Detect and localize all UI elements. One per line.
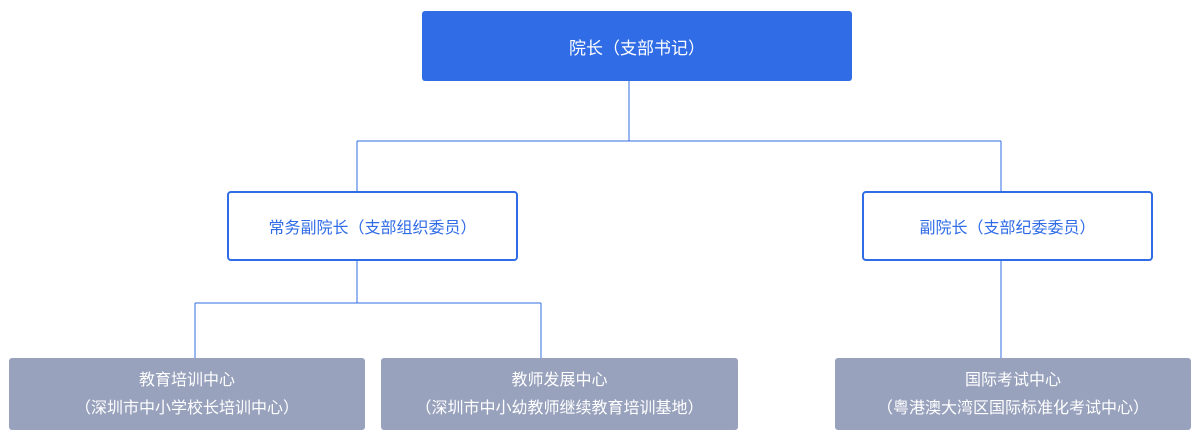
node-president: 院长（支部书记） xyxy=(422,11,852,81)
center-subtitle: （深圳市中小幼教师继续教育培训基地） xyxy=(415,398,704,417)
node-executive-vice-president-label: 常务副院长（支部组织委员） xyxy=(268,218,477,237)
node-president-label: 院长（支部书记） xyxy=(569,38,705,59)
node-executive-vice-president: 常务副院长（支部组织委员） xyxy=(227,191,518,261)
node-education-training-center: 教育培训中心 （深圳市中小学校长培训中心） xyxy=(9,358,365,430)
center-subtitle: （深圳市中小学校长培训中心） xyxy=(74,398,299,417)
center-name: 国际考试中心 xyxy=(964,370,1061,389)
center-name: 教育培训中心 xyxy=(138,370,235,389)
center-subtitle: （粤港澳大湾区国际标准化考试中心） xyxy=(876,398,1149,417)
node-vice-president: 副院长（支部纪委委员） xyxy=(862,191,1153,261)
center-name: 教师发展中心 xyxy=(511,370,608,389)
node-international-exam-center: 国际考试中心 （粤港澳大湾区国际标准化考试中心） xyxy=(835,358,1191,430)
node-teacher-development-center: 教师发展中心 （深圳市中小幼教师继续教育培训基地） xyxy=(381,358,738,430)
node-vice-president-label: 副院长（支部纪委委员） xyxy=(919,218,1096,237)
